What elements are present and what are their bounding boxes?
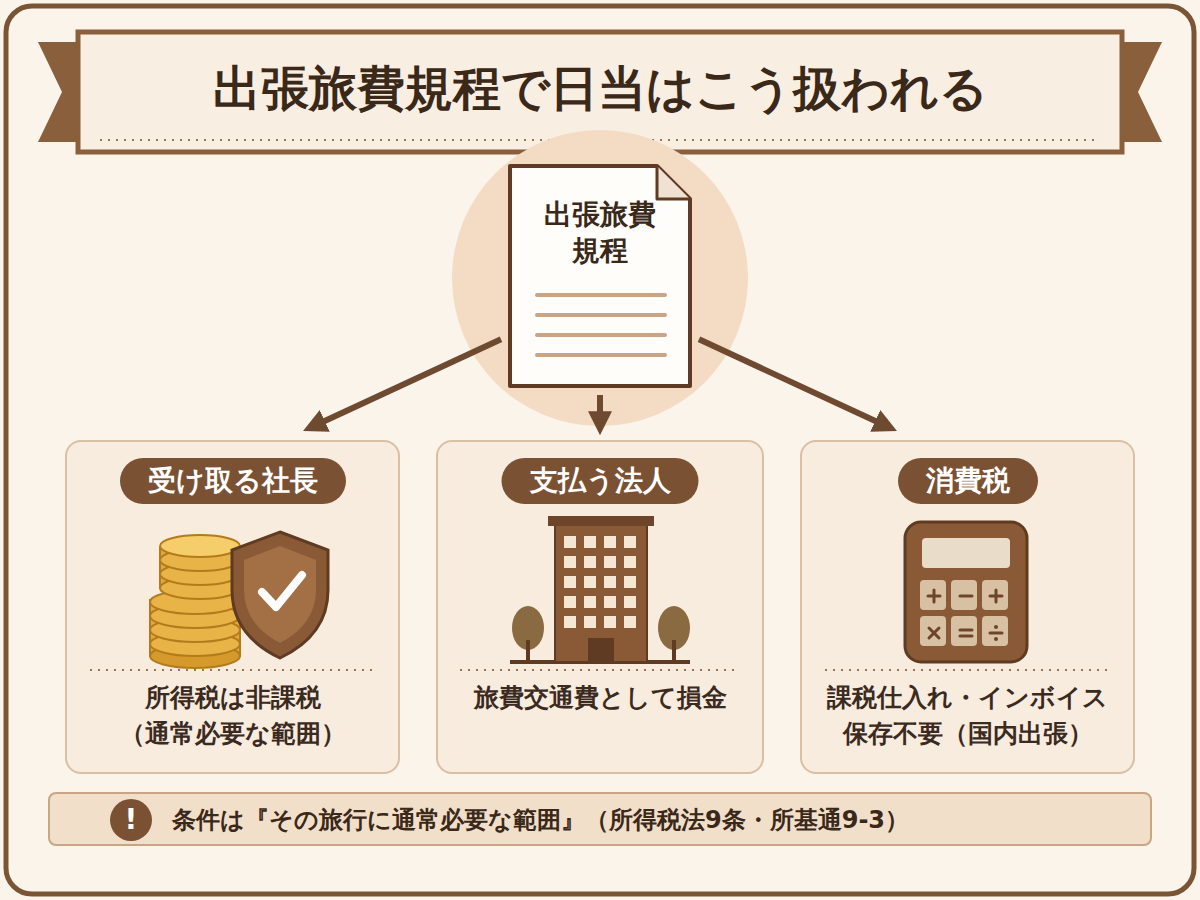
frame — [6, 6, 1194, 894]
note-band: ! 条件は『その旅行に通常必要な範囲』（所得税法9条・所基通9-3） — [48, 792, 1152, 846]
arrow-connector — [310, 339, 501, 428]
alert-icon: ! — [110, 799, 152, 841]
panel-heading: 消費税 — [898, 458, 1038, 504]
panel-body: 課税仕入れ・インボイス 保存不要（国内出張） — [812, 680, 1123, 752]
panel-heading: 受け取る社長 — [120, 458, 346, 504]
title: 出張旅費規程で日当はこう扱われる — [100, 58, 1100, 118]
panel-body: 所得税は非課税 （通常必要な範囲） — [77, 680, 388, 752]
document-node: 出張旅費規程 — [507, 163, 693, 389]
document-outline — [507, 163, 693, 389]
document-title: 出張旅費規程 — [535, 197, 665, 269]
panel-body: 旅費交通費として損金 — [448, 680, 752, 716]
panel-box: 受け取る社長所得税は非課税 （通常必要な範囲） — [65, 440, 400, 774]
panel-heading: 支払う法人 — [502, 458, 699, 504]
arrow-connector — [699, 339, 890, 428]
arrow-connector — [597, 395, 603, 428]
panel-box: 支払う法人旅費交通費として損金 — [436, 440, 764, 774]
panel-box: 消費税課税仕入れ・インボイス 保存不要（国内出張） — [800, 440, 1135, 774]
note-text: 条件は『その旅行に通常必要な範囲』（所得税法9条・所基通9-3） — [172, 803, 1140, 837]
doc-halo — [452, 130, 748, 426]
